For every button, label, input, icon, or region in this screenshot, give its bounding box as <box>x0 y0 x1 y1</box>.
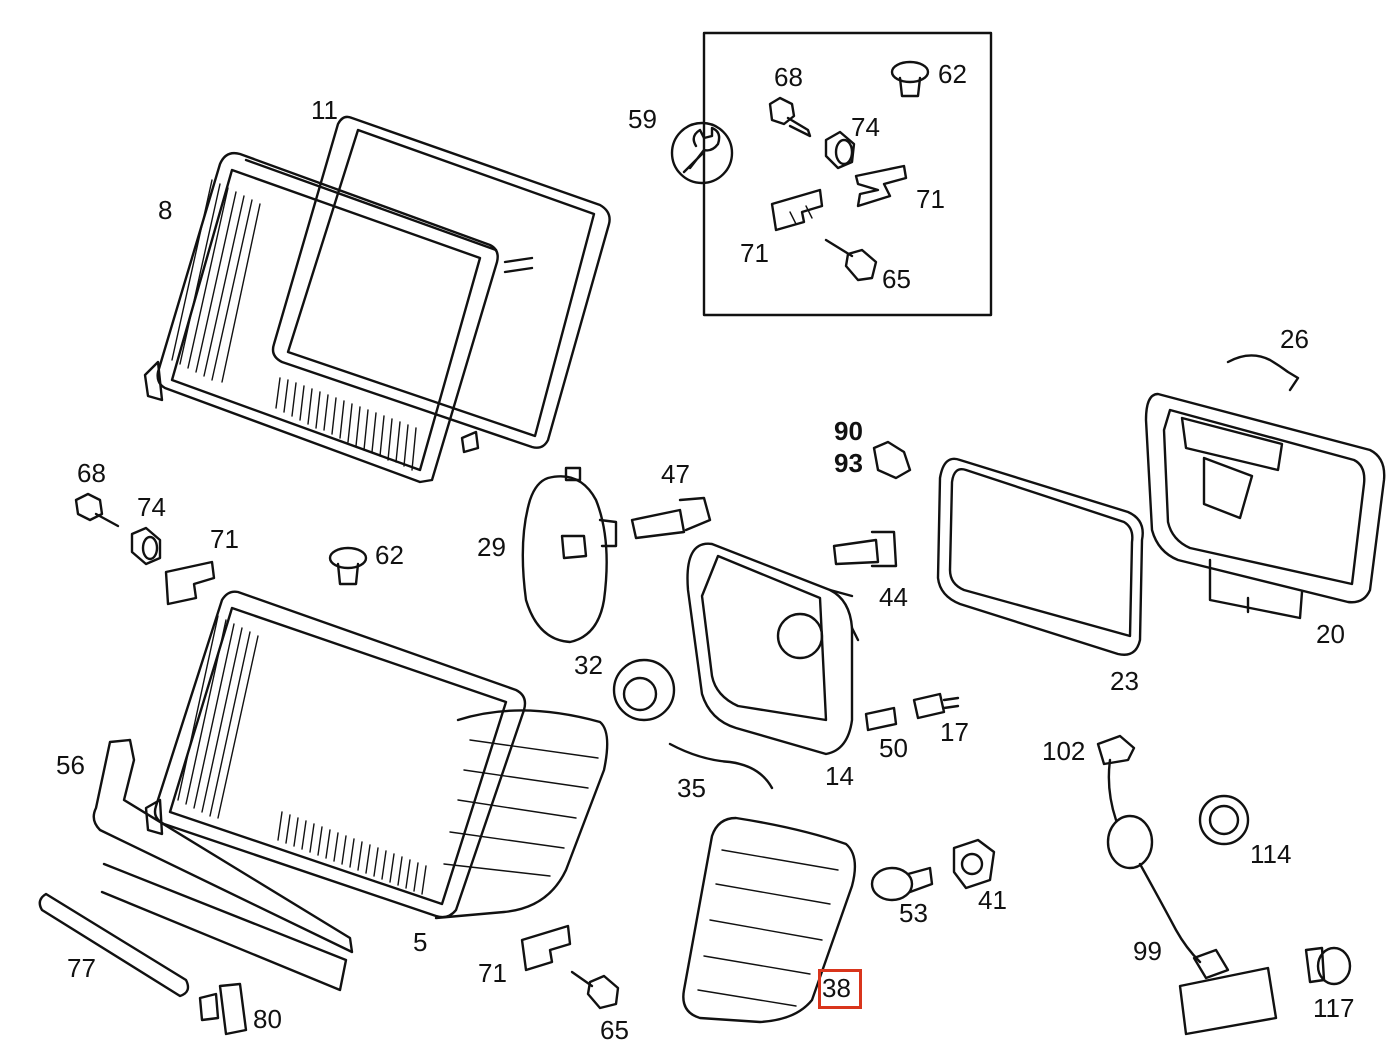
label-part-93: 93 <box>834 448 863 478</box>
part-102-99-side-marker-harness <box>1096 734 1278 1036</box>
label-part-44: 44 <box>879 582 908 612</box>
part-14-reflector <box>686 542 860 756</box>
part-77-rod <box>38 892 190 998</box>
part-56-mounting-strip <box>92 738 354 992</box>
label-part-35: 35 <box>677 773 706 803</box>
part-114-grommet <box>1198 794 1250 846</box>
part-71-clip-left <box>164 560 216 606</box>
label-part-74-left: 74 <box>137 492 166 522</box>
part-17-bulb <box>912 692 960 720</box>
part-38-highlight-box <box>818 969 862 1009</box>
label-part-41: 41 <box>978 885 1007 915</box>
part-53-bulb <box>870 866 934 902</box>
label-part-62-inset: 62 <box>938 59 967 89</box>
label-part-38: 38 <box>822 973 851 1003</box>
label-part-50: 50 <box>879 733 908 763</box>
label-part-23: 23 <box>1110 666 1139 696</box>
label-part-68-left: 68 <box>77 458 106 488</box>
label-part-68-inset: 68 <box>774 62 803 92</box>
part-38-turn-signal-lens <box>682 816 857 1024</box>
part-20-headlight-housing <box>1144 392 1386 620</box>
part-65-screw-inset <box>824 238 878 282</box>
label-part-102: 102 <box>1042 736 1086 766</box>
label-part-90: 90 <box>834 416 863 446</box>
label-part-117: 117 <box>1313 993 1355 1023</box>
part-74-grommet-left <box>130 526 162 566</box>
part-68-bolt-left <box>74 492 120 528</box>
label-part-8: 8 <box>158 195 173 225</box>
label-part-20: 20 <box>1316 619 1345 649</box>
part-32-socket <box>612 658 774 790</box>
label-part-99: 99 <box>1133 936 1162 966</box>
label-part-114: 114 <box>1250 839 1292 869</box>
part-62-clip-inset <box>890 60 930 98</box>
part-11-lens-frame <box>271 115 611 454</box>
part-41-bulb-holder <box>952 838 996 890</box>
part-50-bulb <box>864 706 898 732</box>
label-part-59: 59 <box>628 104 657 134</box>
label-part-14: 14 <box>825 761 854 791</box>
label-part-26: 26 <box>1280 324 1309 354</box>
part-71-clip-inset-left <box>770 188 824 232</box>
part-23-seal <box>936 457 1144 656</box>
label-part-53: 53 <box>899 898 928 928</box>
part-68-bolt-inset <box>768 96 812 138</box>
label-part-71-inset-right: 71 <box>916 184 945 214</box>
part-47-bulb <box>630 496 712 540</box>
label-part-62-left: 62 <box>375 540 404 570</box>
part-26-wire-clip <box>1226 354 1300 392</box>
label-part-5: 5 <box>413 927 428 957</box>
label-part-29: 29 <box>477 532 506 562</box>
part-44-bulb <box>832 530 898 568</box>
label-part-71-inset-left: 71 <box>740 238 769 268</box>
label-part-80: 80 <box>253 1004 282 1034</box>
part-117-bulb <box>1304 946 1352 986</box>
label-part-11: 11 <box>311 95 338 125</box>
label-part-65-bottom: 65 <box>600 1015 629 1045</box>
part-71-clip-inset-right <box>854 164 908 208</box>
label-part-56: 56 <box>56 750 85 780</box>
label-part-32: 32 <box>574 650 603 680</box>
part-29-reflector-cover <box>521 466 618 644</box>
label-part-77: 77 <box>67 953 96 983</box>
hardware-inset-frame <box>702 31 993 317</box>
part-71-clip-bottom <box>520 924 572 972</box>
label-part-47: 47 <box>661 459 690 489</box>
part-74-grommet-inset <box>824 130 856 170</box>
part-65-screw-bottom <box>570 970 620 1010</box>
label-part-17: 17 <box>940 717 969 747</box>
part-5-headlight-assembly <box>144 590 609 920</box>
label-part-71-bottom: 71 <box>478 958 507 988</box>
label-part-74-inset: 74 <box>851 112 880 142</box>
label-part-65-inset: 65 <box>882 264 911 294</box>
part-90-93-connector <box>872 440 912 480</box>
label-part-71-left: 71 <box>210 524 239 554</box>
part-59-wrench-tool <box>670 121 734 185</box>
part-80-clip <box>198 982 248 1036</box>
part-62-clip-left <box>328 546 368 586</box>
part-8-headlight-lens <box>143 151 499 484</box>
